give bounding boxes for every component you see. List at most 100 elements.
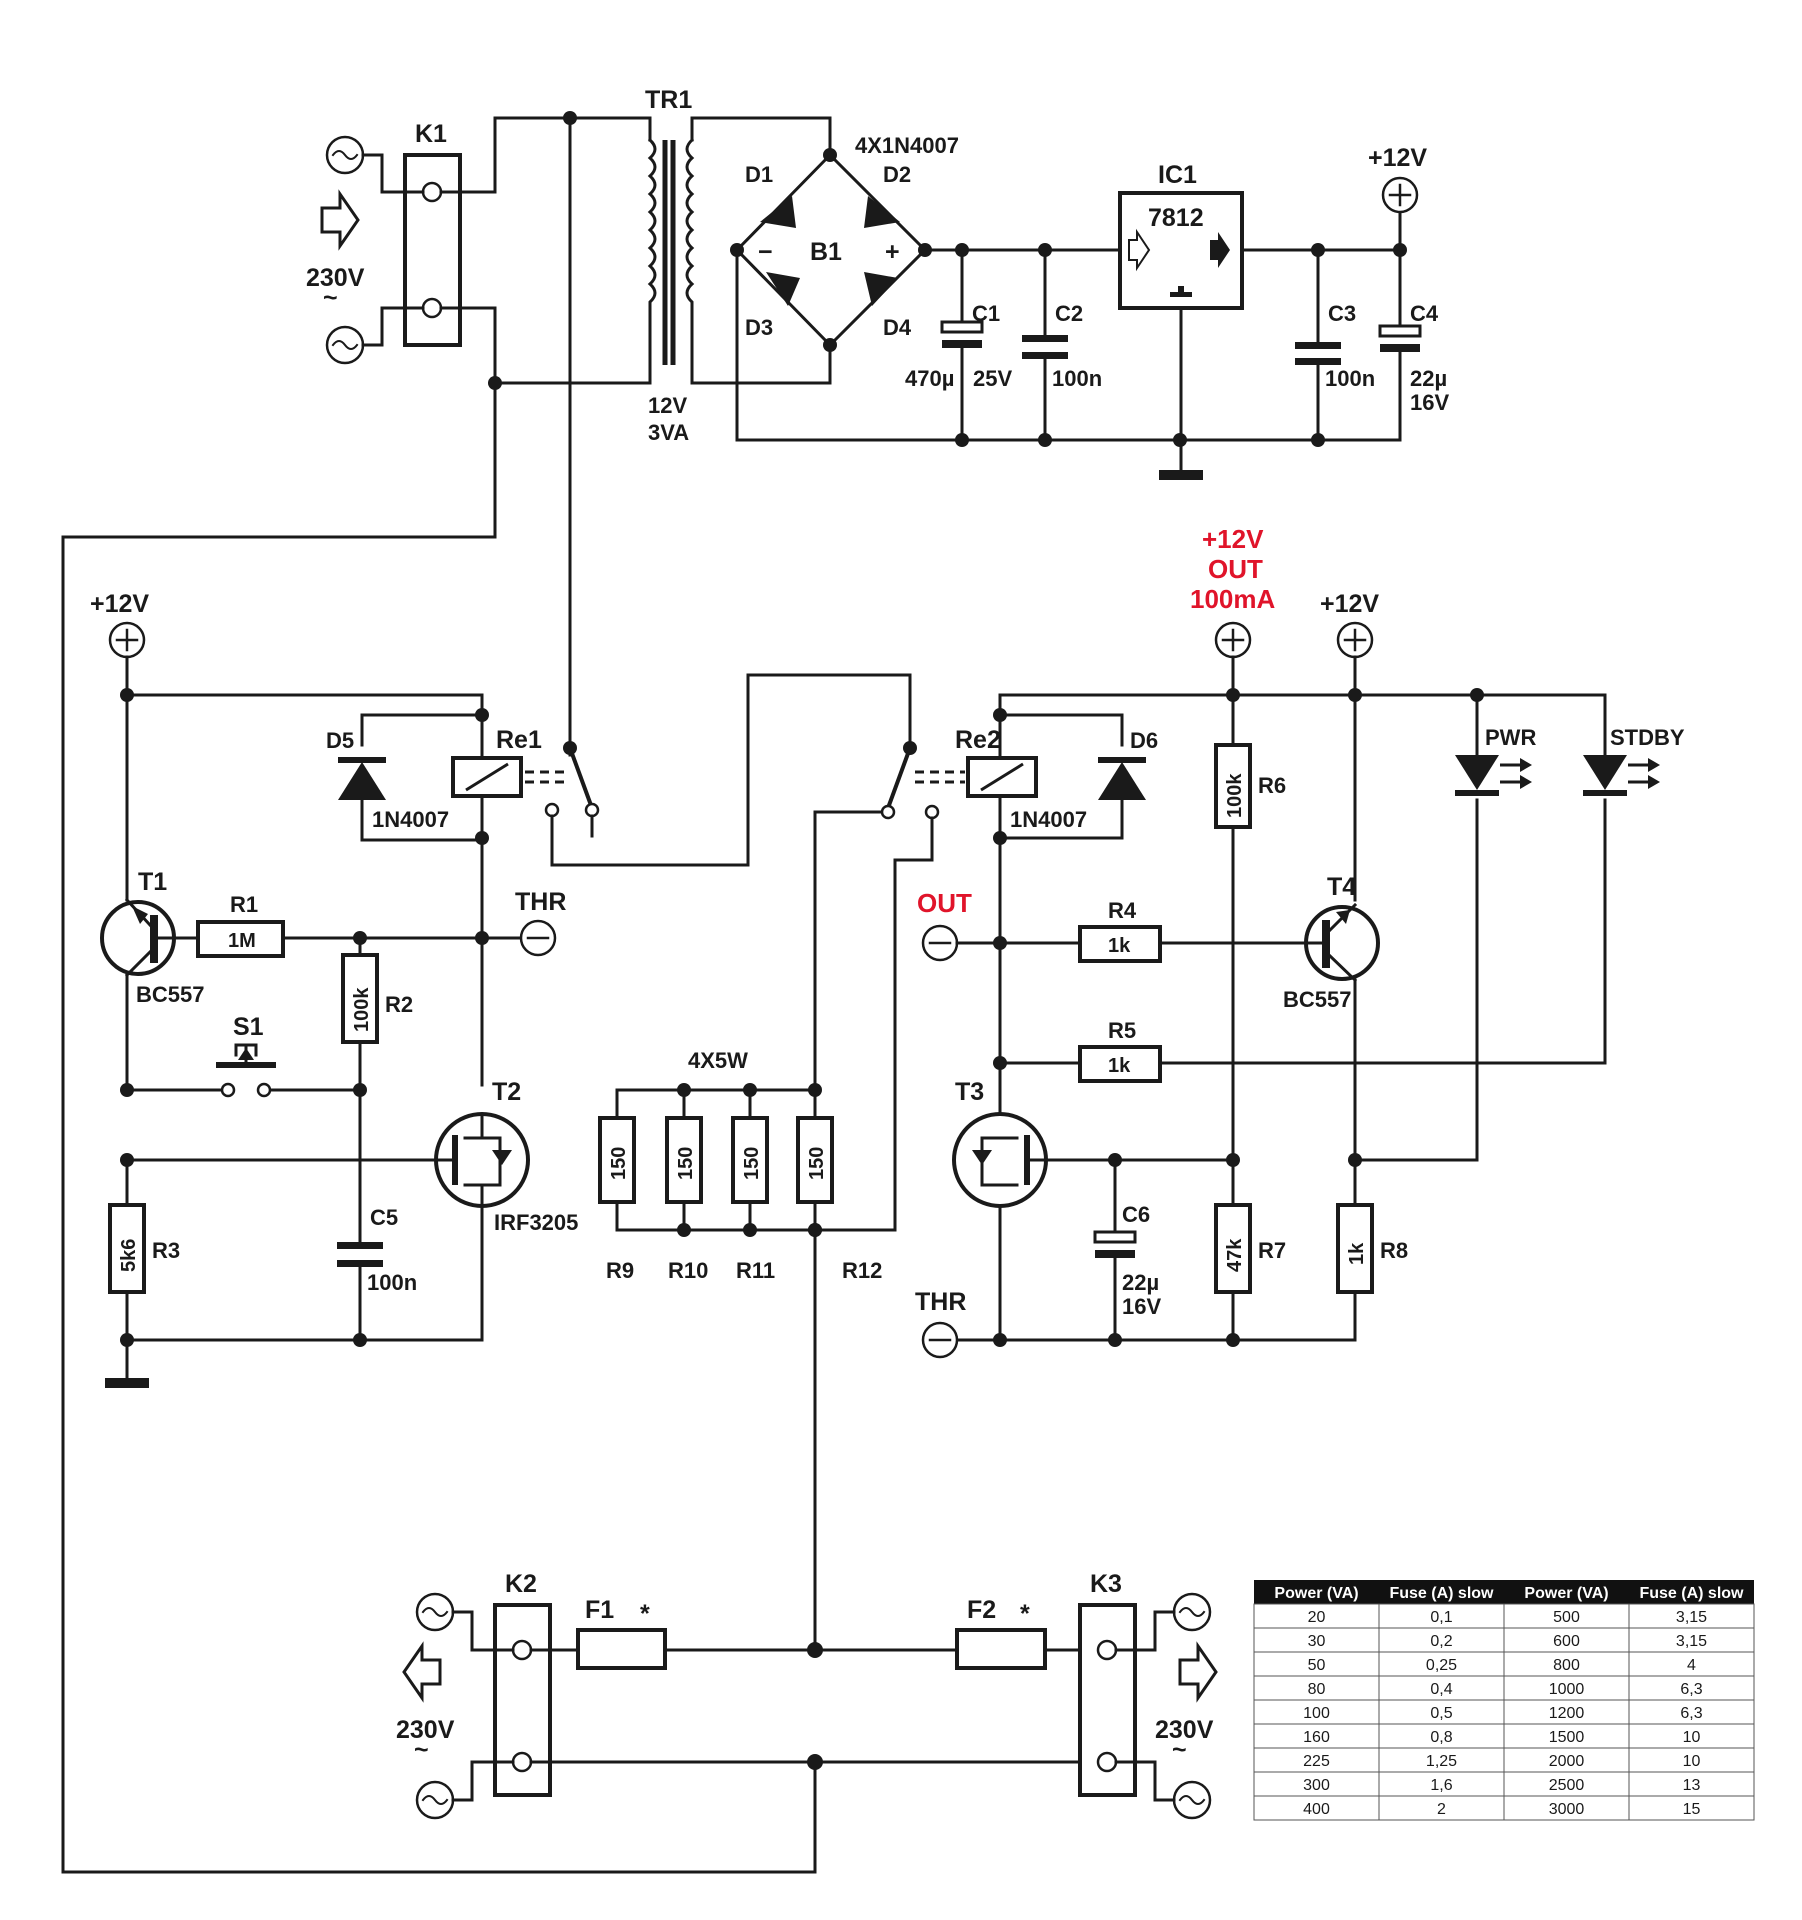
re1-label: Re1 [496, 726, 542, 754]
fuse-table-cell: 10 [1683, 1729, 1701, 1746]
d6-label: D6 [1130, 728, 1158, 753]
c4-label: C4 [1410, 301, 1439, 326]
c6-voltage: 16V [1122, 1294, 1161, 1319]
r4-value: 1k [1108, 935, 1131, 957]
output-arrow-icon [1178, 1641, 1218, 1703]
r6-value: 100k [1224, 773, 1246, 818]
fuse-table-cell: 1200 [1549, 1705, 1585, 1722]
c4-capacitor [1378, 324, 1422, 338]
fuse-table-cell: 300 [1303, 1777, 1330, 1794]
pwr-label: PWR [1485, 725, 1536, 750]
t1-part: BC557 [136, 982, 204, 1007]
k2-voltage-label: 230V [396, 1716, 455, 1744]
t2-part: IRF3205 [494, 1210, 578, 1235]
d2-label: D2 [883, 162, 911, 187]
c2-value: 100n [1052, 366, 1102, 391]
fuse-table-cell: 100 [1303, 1705, 1330, 1722]
fuse-table-cell: 0,4 [1430, 1681, 1452, 1698]
out-supply-voltage: +12V [1202, 524, 1264, 554]
power-supply-section: K1 230V ~ TR1 12V 3VA D1 [306, 86, 1449, 480]
r5-value: 1k [1108, 1055, 1131, 1077]
ground-icon [105, 1378, 149, 1388]
c3-label: C3 [1328, 301, 1356, 326]
c2-capacitor [1022, 335, 1068, 342]
c4-voltage: 16V [1410, 390, 1449, 415]
t2-label: T2 [492, 1078, 521, 1106]
d3-label: D3 [745, 315, 773, 340]
left-control-section: +12V D5 1N4007 Re1 T1 BC557 1M R1 [90, 590, 912, 1388]
out-supply-out: OUT [1208, 554, 1263, 584]
r12-label: R12 [842, 1258, 882, 1283]
fuse-table-cell: 13 [1683, 1777, 1701, 1794]
fuse-table-cell: 4 [1687, 1657, 1696, 1674]
tr1-spec-power: 3VA [648, 420, 689, 445]
supply-top-label: +12V [1368, 144, 1427, 172]
fuse-table-cell: 400 [1303, 1801, 1330, 1818]
c5-label: C5 [370, 1205, 398, 1230]
load-resistor [665, 1116, 703, 1204]
b1-label: B1 [810, 238, 842, 266]
r6-label: R6 [1258, 773, 1286, 798]
diode-d6-icon [1098, 762, 1146, 800]
out-supply-current: 100mA [1190, 584, 1275, 614]
r7-label: R7 [1258, 1238, 1286, 1263]
diode-d2-icon [864, 196, 900, 228]
r2-label: R2 [385, 992, 413, 1017]
t1-label: T1 [138, 868, 167, 896]
load-resistor-value: 150 [806, 1147, 828, 1180]
t4-part: BC557 [1283, 987, 1351, 1012]
mains-in-label: 230V [306, 264, 365, 292]
k2-label: K2 [505, 1570, 537, 1598]
r5-label: R5 [1108, 1018, 1136, 1043]
d5-part: 1N4007 [372, 807, 449, 832]
tilde-label: ~ [323, 284, 338, 312]
r10-label: R10 [668, 1258, 708, 1283]
fuse-table-cell: 80 [1308, 1681, 1326, 1698]
fuse-table-cell: 10 [1683, 1753, 1701, 1770]
thr-left-label: THR [515, 888, 566, 916]
bridge-plus: + [885, 238, 900, 266]
out-label: OUT [917, 888, 972, 918]
c1-capacitor [940, 320, 984, 334]
r9-label: R9 [606, 1258, 634, 1283]
diode-d1-icon [760, 196, 796, 228]
fuse-table-cell: 20 [1308, 1609, 1326, 1626]
r11-label: R11 [736, 1258, 775, 1283]
resistor-r4 [1078, 925, 1162, 963]
output-section: K2 230V ~ F1 * F2 * K3 230V ~ [396, 1570, 1218, 1820]
fuse-table-cell: 0,1 [1430, 1609, 1452, 1626]
r8-label: R8 [1380, 1238, 1408, 1263]
c1-value: 470µ [905, 366, 954, 391]
pushbutton-s1 [216, 1062, 276, 1068]
fuse-table-header-cell: Fuse (A) slow [1639, 1585, 1744, 1602]
f1-star: * [640, 1600, 650, 1628]
d5-label: D5 [326, 728, 354, 753]
tr1-spec-voltage: 12V [648, 393, 687, 418]
led-pwr-icon [1455, 755, 1499, 790]
fuse-table-cell: 6,3 [1680, 1705, 1702, 1722]
c3-capacitor [1295, 342, 1341, 349]
led-stdby-icon [1583, 755, 1627, 790]
input-arrow-icon [320, 189, 360, 251]
f2-label: F2 [967, 1596, 996, 1624]
stdby-label: STDBY [1610, 725, 1685, 750]
fuse-table-cell: 3000 [1549, 1801, 1585, 1818]
load-resistor [796, 1116, 834, 1204]
load-resistor-value: 150 [741, 1147, 763, 1180]
fuse-table-cell: 2500 [1549, 1777, 1585, 1794]
fuse-table-cell: 3,15 [1676, 1609, 1707, 1626]
fuse-table-cell: 30 [1308, 1633, 1326, 1650]
t4-label: T4 [1327, 873, 1356, 901]
left-supply-label: +12V [90, 590, 149, 618]
fuse-table-cell: 2000 [1549, 1753, 1585, 1770]
c5-capacitor [337, 1242, 383, 1249]
diode-d3-icon [766, 272, 800, 306]
tr1-label: TR1 [645, 86, 692, 114]
k3-voltage-label: 230V [1155, 1716, 1214, 1744]
fuse-table-cell: 600 [1553, 1633, 1580, 1650]
fuse-table-cell: 500 [1553, 1609, 1580, 1626]
load-resistor-value: 150 [608, 1147, 630, 1180]
c4-value: 22µ [1410, 366, 1447, 391]
c6-value: 22µ [1122, 1270, 1159, 1295]
fuse-table-cell: 50 [1308, 1657, 1326, 1674]
